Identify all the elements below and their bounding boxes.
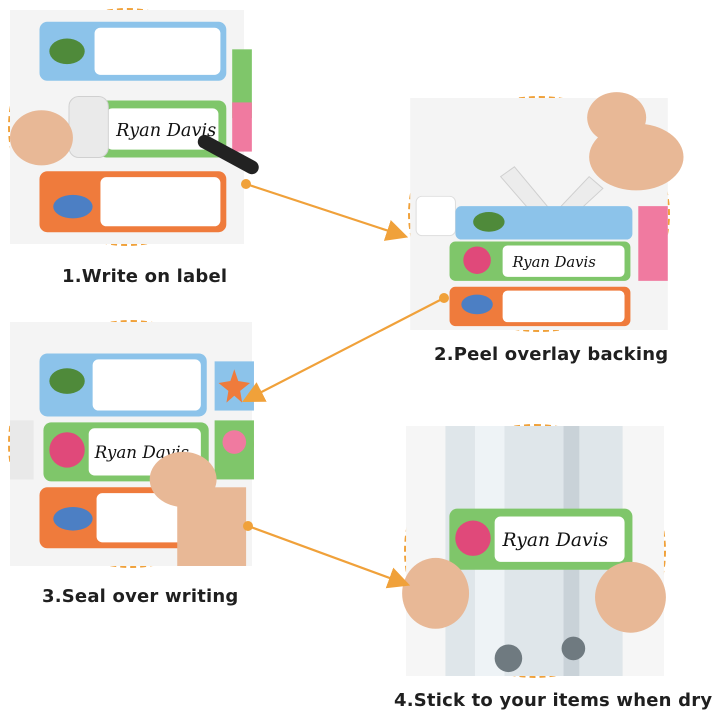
turtle-icon: [473, 212, 505, 232]
step-3-caption: 3.Seal over writing: [42, 586, 239, 607]
step-1-caption: 1.Write on label: [62, 266, 228, 287]
whale-icon: [53, 506, 93, 531]
starfish-icon: [218, 369, 251, 403]
whale-icon: [53, 194, 93, 219]
step-2-photo: Ryan Davis: [408, 92, 684, 332]
shell-icon: [463, 246, 491, 274]
whale-icon: [461, 294, 493, 315]
step-1-label-text: Ryan Davis: [115, 121, 216, 141]
step-3-illustration: Ryan Davis: [10, 322, 254, 566]
step-4-caption: 4.Stick to your items when dry: [394, 690, 712, 711]
step-4-photo: Ryan Davis: [402, 424, 666, 678]
step-2-label-text: Ryan Davis: [511, 254, 596, 271]
step-3-photo: Ryan Davis: [8, 320, 254, 568]
step-4-label-text: Ryan Davis: [502, 530, 609, 551]
turtle-icon: [49, 38, 85, 65]
shell-icon: [49, 432, 85, 468]
turtle-icon: [49, 368, 85, 394]
arrow-step3-to-step4: [243, 521, 411, 589]
shell-icon: [455, 520, 491, 556]
step-4-illustration: Ryan Davis: [402, 426, 666, 676]
step-2-caption: 2.Peel overlay backing: [434, 344, 669, 365]
step-2-illustration: Ryan Davis: [410, 92, 684, 330]
step-1-illustration: Ryan Davis: [10, 10, 259, 244]
marker-pen: [197, 134, 259, 175]
step-1-photo: Ryan Davis: [8, 8, 259, 246]
arrow-step1-to-step2: [241, 179, 409, 241]
jellyfish-icon: [222, 430, 247, 454]
